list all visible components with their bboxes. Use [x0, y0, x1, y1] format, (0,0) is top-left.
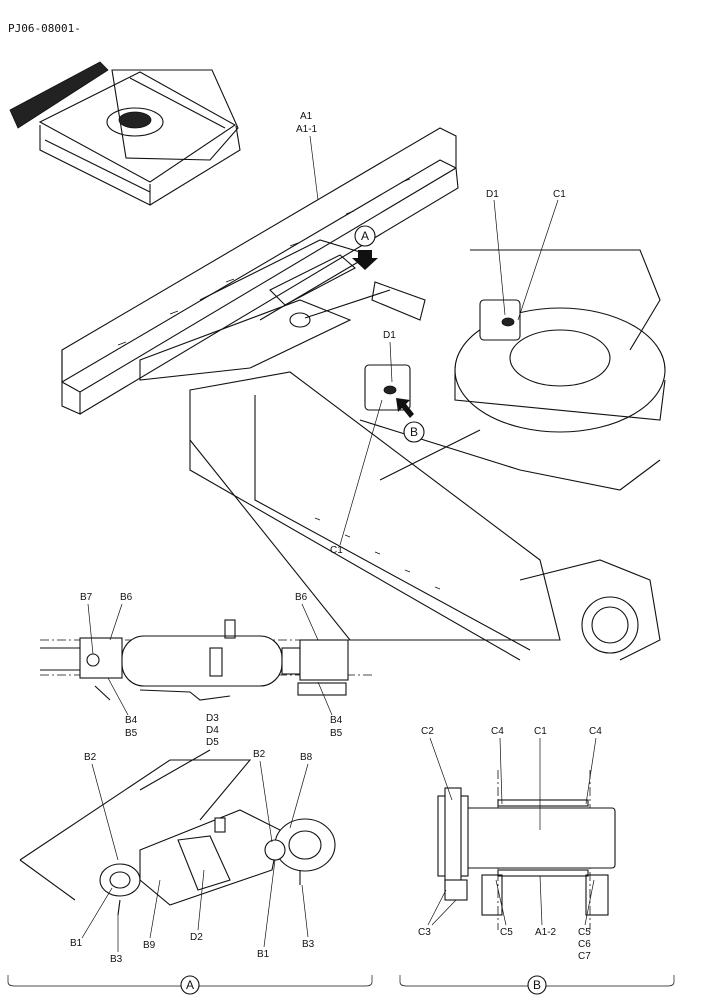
part-label-b5-left: B5	[125, 728, 138, 739]
part-label-d2: D2	[190, 932, 203, 943]
part-label-c3: C3	[418, 927, 431, 938]
part-label-c7: C7	[578, 951, 591, 962]
circle-callout-icon	[403, 421, 425, 443]
circle-callout-icon	[354, 225, 376, 247]
detail-b-caption: B	[533, 978, 541, 992]
circle-callout-icon	[527, 975, 547, 995]
callout-a[interactable]: A	[352, 225, 378, 270]
part-label-b1-right: B1	[257, 949, 270, 960]
part-label-c1-right: C1	[553, 189, 566, 200]
part-label-a1: A1	[300, 111, 313, 122]
detail-b-view	[437, 770, 616, 930]
part-label-b8: B8	[300, 752, 313, 763]
part-label-b3-right: B3	[302, 939, 315, 950]
part-label-b6-left: B6	[120, 592, 133, 603]
callout-a-letter: A	[361, 229, 369, 243]
part-label-a1-2: A1-2	[535, 927, 557, 938]
part-label-c5-left: C5	[500, 927, 513, 938]
part-label-b4-right: B4	[330, 715, 343, 726]
part-label-c1-detail: C1	[534, 726, 547, 737]
detail-cylinder-plan	[40, 619, 375, 701]
part-label-a1-1: A1-1	[296, 124, 318, 135]
callout-b[interactable]: B	[396, 398, 425, 443]
part-label-b7: B7	[80, 592, 93, 603]
part-label-d1-center: D1	[383, 330, 396, 341]
part-label-d1-right: D1	[486, 189, 499, 200]
detail-a-caption: A	[186, 978, 194, 992]
part-label-b2-left: B2	[84, 752, 97, 763]
part-label-c4-right: C4	[589, 726, 602, 737]
undercarriage-frame	[61, 127, 666, 661]
circle-callout-icon	[180, 975, 200, 995]
part-label-d5: D5	[206, 737, 219, 748]
part-label-d3: D3	[206, 713, 219, 724]
part-label-b3-left: B3	[110, 954, 123, 965]
part-label-b9: B9	[143, 940, 156, 951]
detail-a-view	[19, 749, 336, 916]
part-label-b5-right: B5	[330, 728, 343, 739]
arrow-pointer-icon	[396, 398, 414, 418]
arrow-pointer-icon	[352, 250, 378, 270]
part-label-b1-left: B1	[70, 938, 83, 949]
machine-thumbnail	[9, 61, 241, 206]
document-reference: PJ06-08001-	[8, 22, 81, 35]
part-label-d4: D4	[206, 725, 219, 736]
callout-b-letter: B	[410, 425, 418, 439]
part-label-c1-bottom: C1	[330, 545, 343, 556]
part-label-c6: C6	[578, 939, 591, 950]
part-label-c5-right: C5	[578, 927, 591, 938]
part-label-c2: C2	[421, 726, 434, 737]
part-label-c4-left: C4	[491, 726, 504, 737]
part-label-b6-right: B6	[295, 592, 308, 603]
part-label-b4-left: B4	[125, 715, 138, 726]
part-label-b2-right: B2	[253, 749, 266, 760]
